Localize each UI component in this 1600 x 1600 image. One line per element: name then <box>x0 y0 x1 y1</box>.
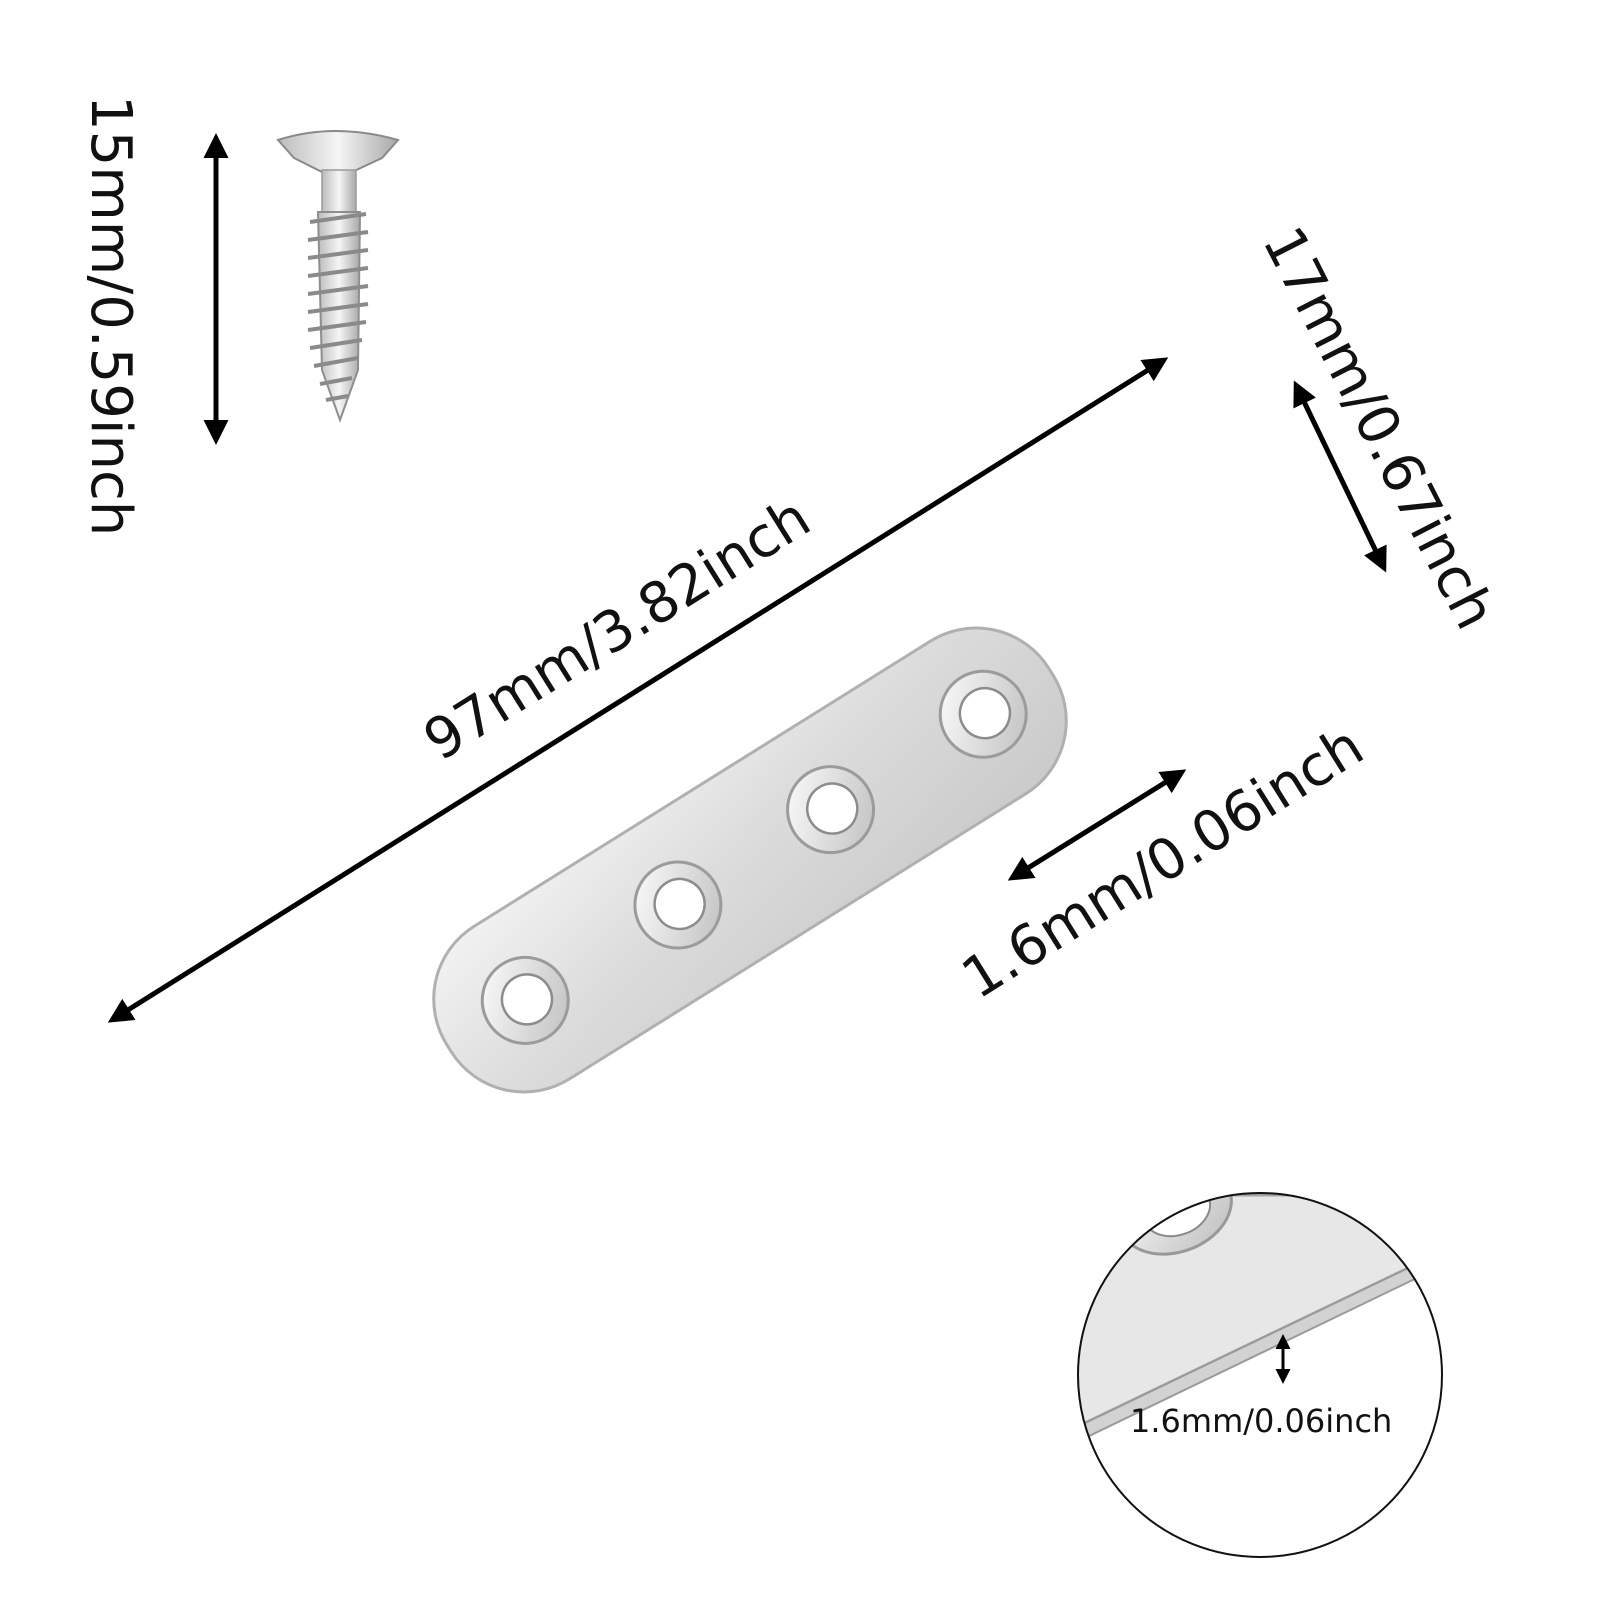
plate-length-label: 97mm/3.82inch <box>413 485 822 774</box>
thickness-detail-view: 1.6mm/0.06inch <box>1077 1192 1443 1558</box>
plate-hole <box>633 860 723 950</box>
plate-width-dimension: 17mm/0.67inch <box>1250 217 1508 640</box>
mending-plate-image <box>432 626 1068 1094</box>
plate-width-arrow <box>1293 380 1387 573</box>
plate-hole <box>938 669 1028 759</box>
plate-length-arrow <box>107 357 1169 1023</box>
screw-image <box>276 130 400 423</box>
plate-hole <box>480 955 570 1045</box>
plate-hole <box>786 765 876 855</box>
plate-width-label: 17mm/0.67inch <box>1250 217 1508 640</box>
screw-length-dimension: 15mm/0.59inch <box>78 95 229 536</box>
plate-thickness-arrow <box>1007 769 1187 881</box>
detail-thickness-label: 1.6mm/0.06inch <box>1130 1402 1392 1440</box>
screw-length-label: 15mm/0.59inch <box>78 95 143 536</box>
